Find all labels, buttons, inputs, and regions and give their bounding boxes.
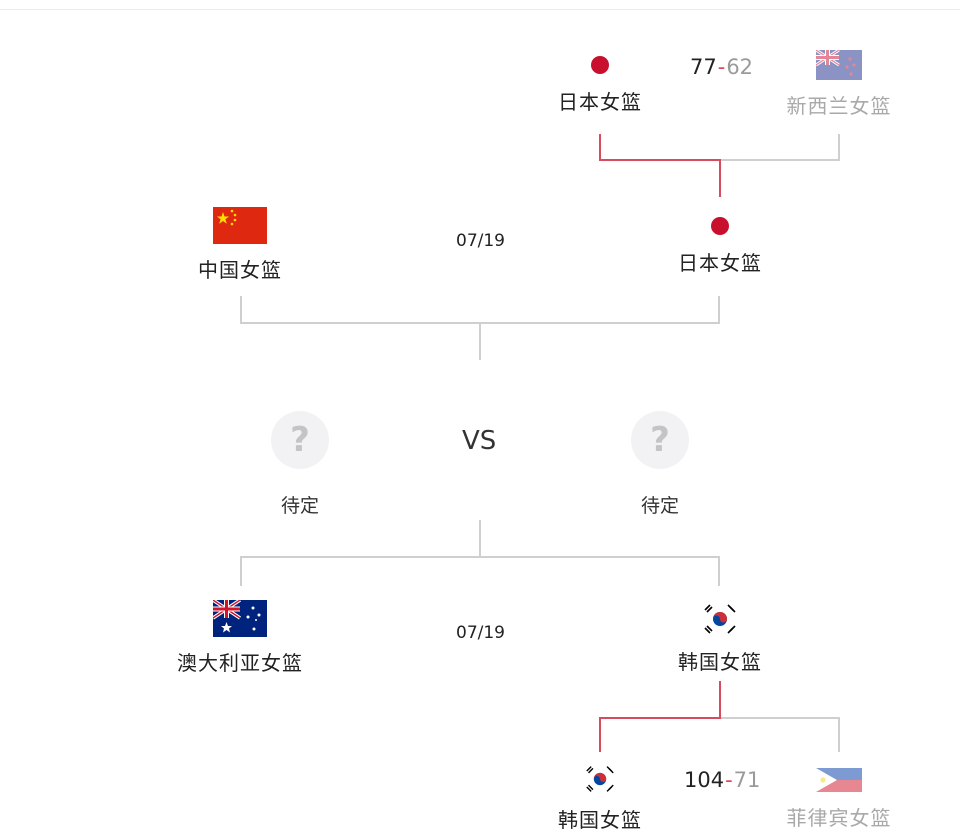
bracket-line-top-loser xyxy=(720,134,840,161)
top-match-score: 77-62 xyxy=(690,55,753,79)
bottom-match-score: 104-71 xyxy=(684,768,760,792)
japan-flag-icon xyxy=(589,54,611,76)
philippines-flag-icon xyxy=(816,768,862,792)
final-left-slot[interactable]: ? 待定 xyxy=(240,411,360,518)
question-mark-icon: ? xyxy=(631,411,689,469)
team-name: 中国女篮 xyxy=(198,258,282,282)
score-loser: 71 xyxy=(733,768,761,792)
vs-label: VS xyxy=(462,426,497,456)
korea-flag-icon xyxy=(701,602,739,636)
semi1-left-team[interactable]: 中国女篮 xyxy=(180,207,300,283)
bracket-line-bottom-winner xyxy=(599,681,721,752)
semi2-left-team[interactable]: 澳大利亚女篮 xyxy=(160,600,320,676)
korea-flag-icon xyxy=(583,764,617,794)
score-winner: 104 xyxy=(684,768,725,792)
new-zealand-flag-icon xyxy=(816,50,862,80)
team-name: 日本女篮 xyxy=(678,251,762,275)
team-name: 新西兰女篮 xyxy=(786,94,892,118)
bracket-line-semi2 xyxy=(240,520,720,586)
semi1-date: 07/19 xyxy=(456,231,505,251)
team-name: 日本女篮 xyxy=(558,90,642,114)
china-flag-icon xyxy=(213,207,267,244)
team-name: 澳大利亚女篮 xyxy=(177,651,303,675)
japan-flag-icon xyxy=(709,215,731,237)
top-match-right-team[interactable]: 新西兰女篮 xyxy=(779,50,899,119)
final-right-slot[interactable]: ? 待定 xyxy=(600,411,720,518)
team-name: 韩国女篮 xyxy=(678,650,762,674)
team-name: 韩国女篮 xyxy=(558,808,642,832)
top-divider xyxy=(0,9,960,10)
score-loser: 62 xyxy=(726,55,754,79)
score-winner: 77 xyxy=(690,55,717,79)
score-separator: - xyxy=(717,55,726,79)
tbd-label: 待定 xyxy=(640,495,679,517)
team-name: 菲律宾女篮 xyxy=(786,806,892,830)
bottom-match-right-team[interactable]: 菲律宾女篮 xyxy=(779,768,899,831)
semi1-right-team[interactable]: 日本女篮 xyxy=(660,215,780,276)
semi2-right-team[interactable]: 韩国女篮 xyxy=(660,602,780,675)
bracket-line-semi1 xyxy=(240,296,720,360)
bottom-match-left-team[interactable]: 韩国女篮 xyxy=(540,764,660,833)
tbd-label: 待定 xyxy=(280,495,319,517)
bracket-line-top-winner xyxy=(599,134,721,197)
bracket-line-bottom-loser xyxy=(720,717,840,752)
semi2-date: 07/19 xyxy=(456,623,505,643)
question-mark-icon: ? xyxy=(271,411,329,469)
score-separator: - xyxy=(725,768,733,792)
australia-flag-icon xyxy=(213,600,267,637)
top-match-left-team[interactable]: 日本女篮 xyxy=(540,54,660,115)
